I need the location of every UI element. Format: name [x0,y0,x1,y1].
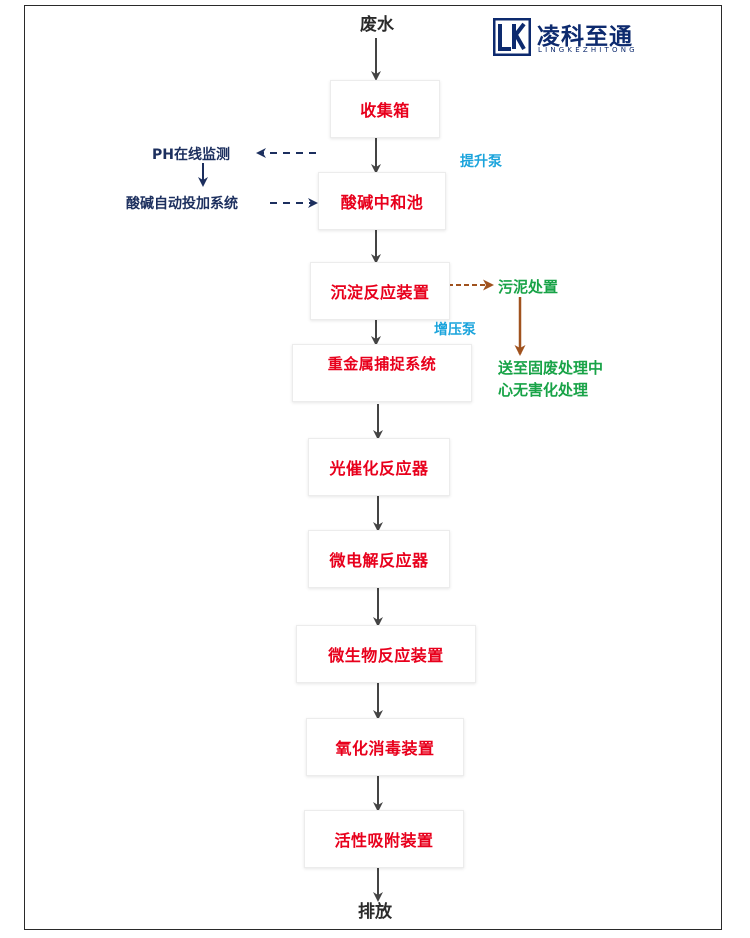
step-collection-box: 收集箱 [330,80,440,138]
step-heavy-metal-capture: 重金属捕捉系统 [292,344,472,402]
lift-pump-label: 提升泵 [460,154,502,170]
logo-subtitle: LINGKEZHITONG [538,46,638,54]
step-activated-adsorption: 活性吸附装置 [304,810,464,868]
input-label: 废水 [360,15,394,35]
step-neutralization-tank: 酸碱中和池 [318,172,446,230]
lk-logo-icon [493,18,531,56]
ph-monitor-label: PH在线监测 [152,147,230,163]
step-photocatalytic-reactor: 光催化反应器 [308,438,450,496]
sludge-destination-line-1: 送至固废处理中 [498,359,604,377]
step-precipitation-reactor: 沉淀反应装置 [310,262,450,320]
sludge-disposal-label: 污泥处置 [498,278,559,296]
booster-pump-label: 增压泵 [434,322,476,338]
step-micro-electrolysis-reactor: 微电解反应器 [308,530,450,588]
logo-name: 凌科至通 [537,24,633,50]
sludge-destination-line-2: 心无害化处理 [498,381,589,399]
step-oxidation-disinfection: 氧化消毒装置 [306,718,464,776]
step-microbial-reactor: 微生物反应装置 [296,625,476,683]
page-frame [24,5,722,930]
dosing-system-label: 酸碱自动投加系统 [126,196,238,212]
output-label: 排放 [358,902,392,922]
